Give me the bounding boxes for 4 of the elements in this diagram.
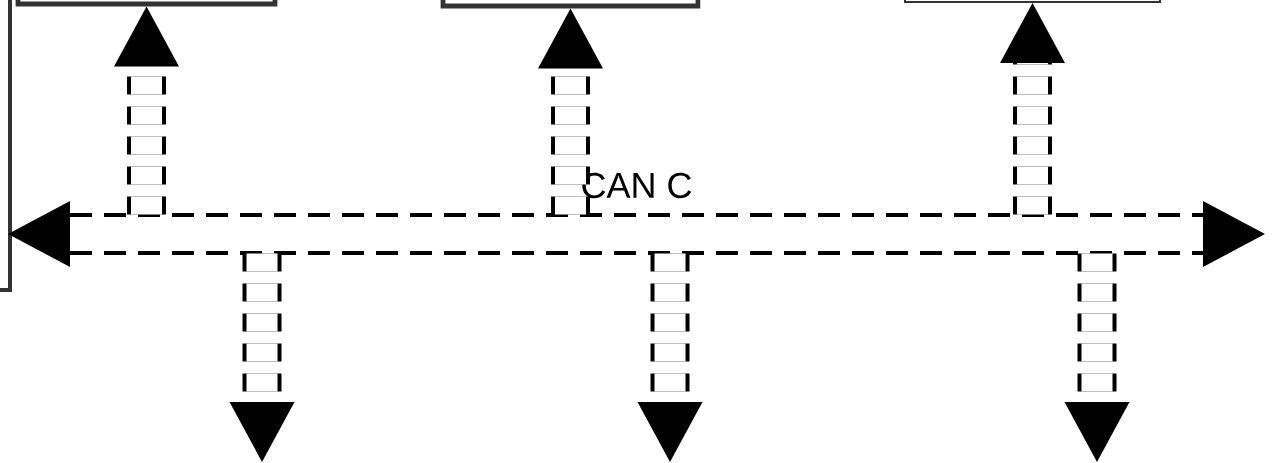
box [440,0,701,9]
box [0,0,12,292]
box [904,0,1161,3]
box [15,0,278,7]
